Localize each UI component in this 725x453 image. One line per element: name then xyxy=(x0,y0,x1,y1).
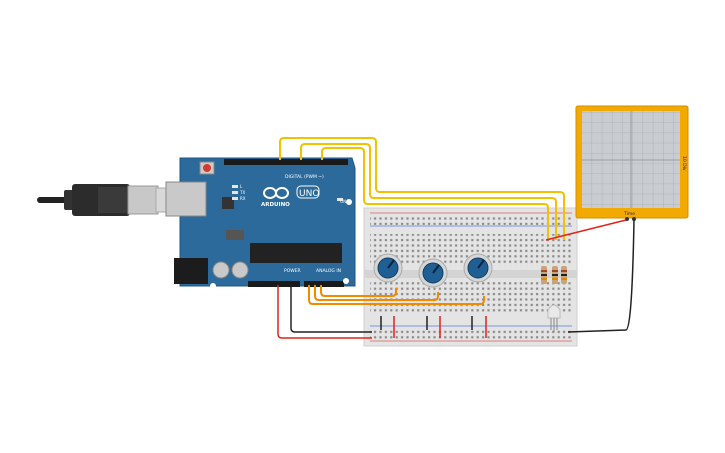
yellow-wires[interactable] xyxy=(279,137,565,240)
ground-wires[interactable] xyxy=(290,285,473,333)
tx-label: TX xyxy=(239,190,245,195)
digital-label: DIGITAL (PWM ~) xyxy=(285,174,324,180)
arduino-uno-board[interactable]: ARDUINO UNO DIGITAL (PWM ~) POWER ANALOG… xyxy=(165,157,356,289)
capacitor-1 xyxy=(212,261,230,279)
rgb-led[interactable] xyxy=(547,304,561,332)
analog-label: ANALOG IN xyxy=(316,268,341,274)
orange-wires[interactable] xyxy=(308,285,485,305)
logo-text: ARDUINO xyxy=(261,202,290,208)
power-header xyxy=(248,281,300,287)
oscilloscope-probe-wire[interactable] xyxy=(545,219,627,241)
oscilloscope-ground-wire[interactable] xyxy=(567,219,635,333)
resistor-3[interactable] xyxy=(561,266,567,284)
oscilloscope-y-label: 10 Div xyxy=(681,156,687,171)
on-label: ON xyxy=(340,199,346,204)
power-label: POWER xyxy=(284,268,301,274)
usb-port xyxy=(165,181,207,217)
potentiometer-3[interactable] xyxy=(463,253,493,283)
oscilloscope-x-label: Time xyxy=(623,211,635,217)
potentiometer-2[interactable] xyxy=(418,258,448,288)
power-wire-5v[interactable] xyxy=(277,285,487,339)
usb-cable[interactable] xyxy=(37,184,187,216)
l-label: L xyxy=(240,184,243,189)
potentiometer-1[interactable] xyxy=(373,253,403,283)
resistor-2[interactable] xyxy=(552,266,558,284)
atmega-chip xyxy=(250,243,342,263)
power-jack xyxy=(174,258,208,284)
resistor-1[interactable] xyxy=(541,266,547,284)
digital-header xyxy=(224,159,348,165)
arduino-logo: ARDUINO xyxy=(261,187,290,208)
rx-label: RX xyxy=(240,196,246,201)
oscilloscope[interactable]: 10 Div Time xyxy=(575,105,689,221)
model-label: UNO xyxy=(299,189,319,199)
analog-header xyxy=(304,281,344,287)
capacitor-2 xyxy=(231,261,249,279)
